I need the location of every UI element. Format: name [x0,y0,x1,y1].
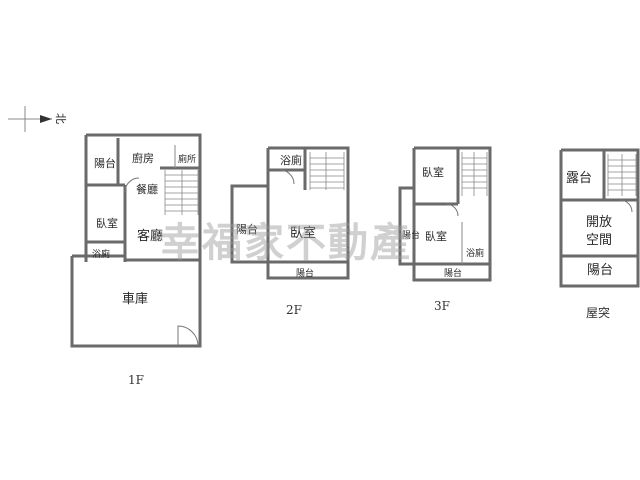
roof-outer-wall [559,148,640,288]
f2-bath-label: 浴廁 [280,153,302,167]
f1-kitchen-door [124,177,140,193]
floor-3f-plan: 臥室 陽台 臥室 浴廁 陽台 3F [398,146,492,313]
roof-stairs [607,154,637,196]
roof-door [619,199,633,213]
north-arrow-icon [40,115,52,123]
f3-balcony-left-label: 陽台 [402,229,420,241]
roof-floor-label: 屋突 [586,305,610,320]
f1-garage-wall [70,254,202,348]
compass-north-label: 北 [54,113,67,124]
f1-floor-label: 1F [128,373,144,387]
f3-bedroom-bottom-label: 臥室 [425,229,447,243]
f1-kitchen-label: 廚房 [132,151,154,165]
agency-watermark: 幸福家不動產 [160,220,412,266]
f1-toilet-label: 廁所 [178,153,196,165]
f3-bedroom-top-label: 臥室 [422,165,444,179]
roof-open-space-label-2: 空間 [586,233,612,248]
f2-balcony-left-label: 陽台 [236,222,258,236]
f1-dining-label: 餐廳 [136,182,158,196]
roof-open-space-label-1: 開放 [586,215,612,230]
f1-garage-door [177,325,199,347]
floor-1f-plan: 陽台 廚房 廁所 餐廳 臥室 客廳 浴廁 車庫 1F [70,133,202,387]
f1-garage-label: 車庫 [122,292,148,307]
f2-stairs [309,152,345,190]
roof-balcony-label: 陽台 [587,263,613,278]
f1-living-label: 客廳 [137,228,163,244]
f2-balcony-bottom-label: 陽台 [296,267,314,279]
f1-bath-label: 浴廁 [92,248,110,260]
compass: 北 [8,106,67,132]
f2-bath-door [279,169,295,185]
f3-floor-label: 3F [434,299,450,313]
f1-stairs [164,170,199,215]
f2-floor-label: 2F [286,303,302,317]
f2-bedroom-label: 臥室 [290,225,316,241]
floor-2f-plan: 浴廁 陽台 臥室 陽台 2F [230,146,350,317]
roof-terrace-label: 露台 [566,171,592,186]
f3-bedroom-door [445,203,459,217]
f1-balcony-label: 陽台 [94,156,116,170]
f1-bedroom-label: 臥室 [96,216,118,230]
floor-roof-plan: 露台 開放 空間 陽台 屋突 [559,148,640,320]
f3-stairs [461,152,488,196]
f3-bath-label: 浴廁 [466,247,484,259]
f3-balcony-bottom-label: 陽台 [444,267,462,279]
